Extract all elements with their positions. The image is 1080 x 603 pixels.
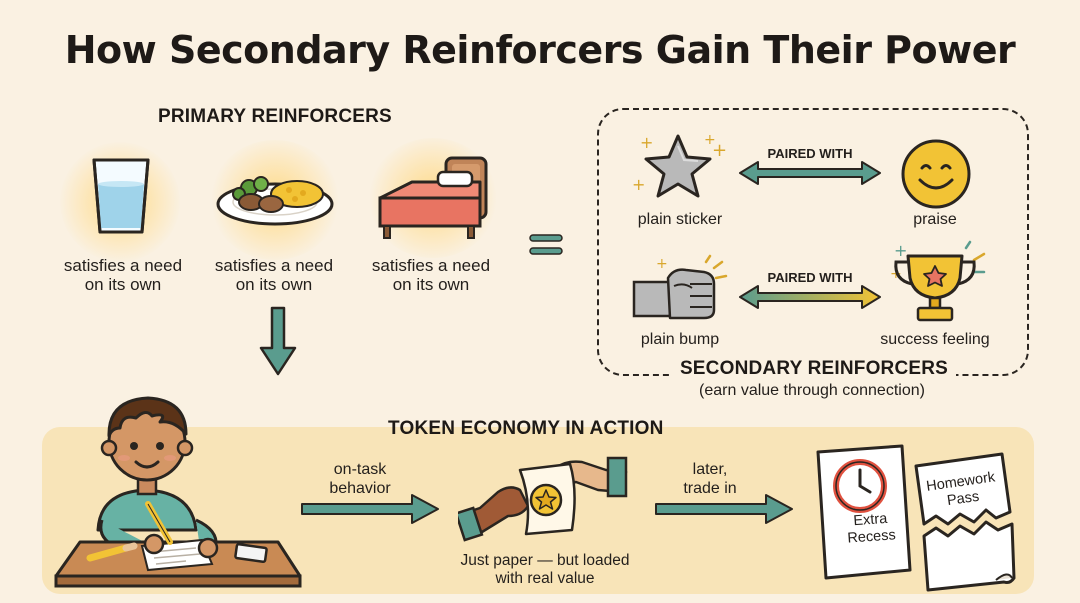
secondary-reinforcers-heading: SECONDARY REINFORCERS: [679, 358, 949, 379]
step-line: behavior: [329, 480, 391, 497]
right-arrow-icon: [654, 492, 796, 526]
page-title: How Secondary Reinforcers Gain Their Pow…: [64, 28, 1016, 72]
success-feeling-label: success feeling: [880, 331, 990, 348]
double-arrow-icon: [738, 284, 882, 310]
secondary-heading-wrap: SECONDARY REINFORCERS: [672, 358, 956, 380]
paired-with-label: PAIRED WITH: [767, 146, 853, 161]
caption-line: on its own: [235, 275, 313, 294]
svg-text:+: +: [704, 132, 716, 148]
svg-text:+: +: [656, 256, 668, 272]
extra-recess-label: Extra Recess: [829, 509, 913, 549]
praise-label: praise: [913, 211, 957, 228]
step2-label: later, trade in: [662, 460, 758, 498]
boy-writing-illustration: [50, 380, 310, 590]
bed-caption: satisfies a need on its own: [356, 256, 506, 294]
star-sticker-icon: + + + +: [626, 126, 726, 206]
water-glass-icon: [90, 156, 152, 236]
torn-paper-icon: [912, 452, 1016, 592]
caption-line: on its own: [84, 275, 162, 294]
primary-reinforcers-heading: PRIMARY REINFORCERS: [158, 106, 392, 127]
svg-text:+: +: [632, 175, 645, 194]
caption-line: with real value: [495, 570, 595, 587]
token-handoff-icon: [458, 450, 630, 546]
food-plate-icon: [215, 168, 335, 228]
secondary-subheading: (earn value through connection): [699, 382, 925, 399]
caption-line: Just paper — but loaded: [460, 552, 630, 569]
caption-line: satisfies a need: [371, 256, 491, 275]
caption-line: on its own: [392, 275, 470, 294]
water-caption: satisfies a need on its own: [48, 256, 198, 294]
right-arrow-icon: [300, 492, 442, 526]
extra-recess-card: [814, 444, 914, 584]
svg-text:+: +: [894, 241, 907, 260]
bed-icon: [376, 152, 491, 244]
smiley-face-icon: [900, 138, 972, 210]
trophy-icon: + +: [880, 240, 990, 326]
food-caption: satisfies a need on its own: [199, 256, 349, 294]
plain-bump-label: plain bump: [640, 331, 720, 348]
plain-sticker-label: plain sticker: [637, 211, 723, 228]
token-caption: Just paper — but loaded with real value: [440, 552, 650, 588]
caption-line: satisfies a need: [214, 256, 334, 275]
step-line: on-task: [333, 461, 387, 478]
fist-bump-icon: +: [630, 252, 734, 324]
token-economy-heading: TOKEN ECONOMY IN ACTION: [388, 418, 664, 439]
clock-icon: [816, 444, 912, 580]
step-line: later,: [692, 461, 728, 478]
step1-label: on-task behavior: [302, 460, 418, 498]
paired-with-label: PAIRED WITH: [767, 270, 853, 285]
svg-text:+: +: [712, 140, 726, 161]
double-arrow-icon: [738, 160, 882, 186]
svg-text:+: +: [640, 133, 653, 152]
equals-sign: [528, 232, 564, 258]
down-arrow-icon: [258, 306, 298, 378]
caption-line: satisfies a need: [63, 256, 183, 275]
step-line: trade in: [683, 480, 737, 497]
